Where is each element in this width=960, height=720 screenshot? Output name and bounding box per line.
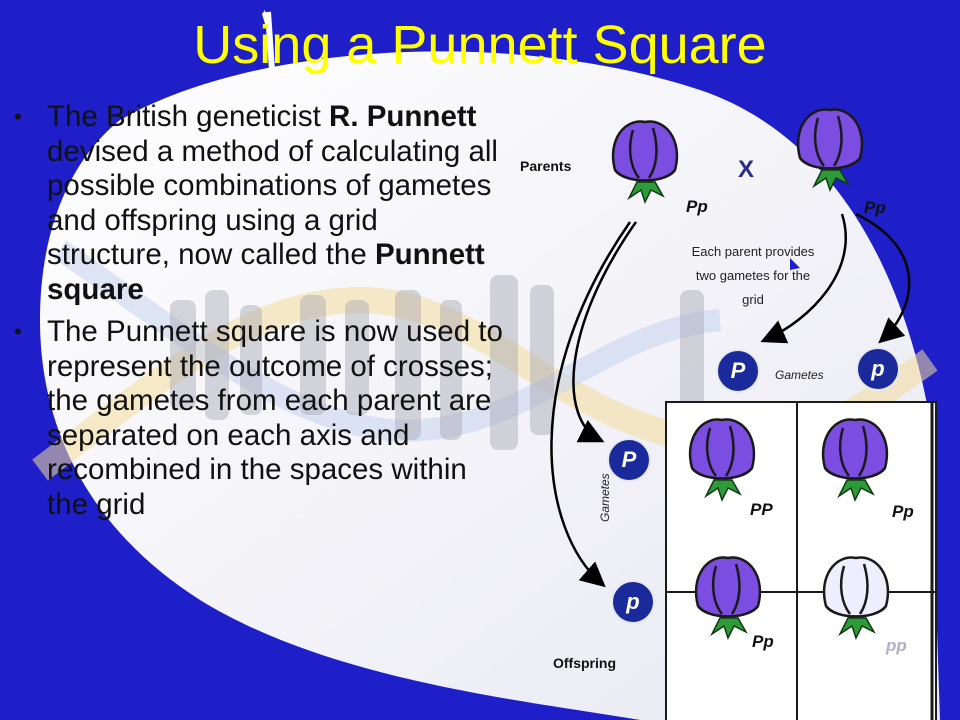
bullet-item-usage: The Punnett square is now used to repres… [14,315,504,522]
slide-title: Using a Punnett Square [193,15,767,75]
gametes-label-side: Gametes [598,473,612,522]
bullet-list: The British geneticist R. Punnett devise… [14,100,504,530]
parents-label: Parents [520,158,572,174]
gametes-label-top: Gametes [775,368,824,382]
arrow-icon [855,212,911,344]
cell-genotype: PP [750,500,773,519]
offspring-label: Offspring [553,655,616,671]
parent1-genotype: Pp [686,197,708,216]
cross-symbol: X [738,156,755,183]
cell-genotype: Pp [892,502,914,521]
gamete-side-recessive: p [611,580,655,624]
gamete-top-recessive: p [856,347,900,391]
arrow-icon [760,213,848,344]
gametes-note: Each parent provides two gametes for the… [691,244,815,307]
bullet-item-punnett: The British geneticist R. Punnett devise… [14,100,504,307]
arrow-icon [572,221,638,443]
arrow-icon [550,221,632,588]
cell-genotype: pp [886,636,907,655]
gamete-side-dominant: P [607,438,651,482]
cell-genotype: Pp [752,632,774,651]
parent2-genotype: Pp [864,198,886,217]
gamete-top-dominant: P [716,349,760,393]
